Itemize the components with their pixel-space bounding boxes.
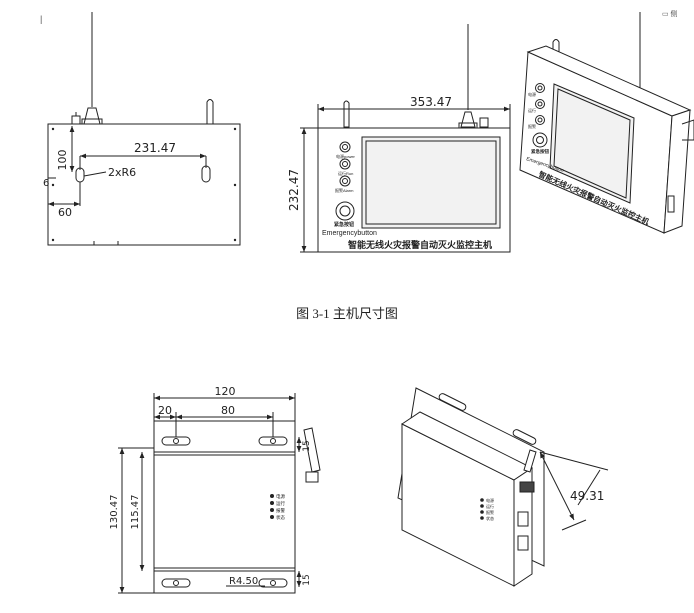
slot-top-left: [161, 436, 191, 446]
iso-emergency-cn: 紧急按钮: [531, 148, 549, 155]
led-power: [339, 141, 351, 153]
corner-mark-left: |: [40, 14, 42, 24]
display-screen: [361, 136, 501, 229]
dim-total-width: 120: [215, 385, 236, 398]
dim-height-100: 100: [56, 150, 69, 171]
slot-bottom-left: [161, 578, 191, 588]
dim-depth: 49.31: [570, 489, 604, 503]
antenna-base: [83, 107, 101, 125]
led-run: [339, 158, 351, 170]
emergency-button: [335, 201, 355, 221]
led-power-label: 电源power: [336, 153, 356, 159]
iso-led-label-1: 电源: [528, 91, 536, 97]
dim-radius-r450: R4.50: [229, 576, 258, 587]
dim-radius-label: 2xR6: [108, 166, 136, 179]
fig2-front-view: [118, 393, 321, 594]
dim-slot-spacing: 80: [221, 404, 235, 417]
led-label-2: 运行: [276, 500, 285, 507]
corner-mark-right: ▭ 侧: [662, 9, 678, 18]
led-alarm: [339, 175, 351, 187]
figure-caption: 图 3-1 主机尺寸图: [296, 306, 398, 321]
iso-led-label-3: 报警: [528, 123, 536, 129]
fig1-front-view: [300, 24, 511, 253]
dim-height-232: 232.47: [287, 169, 301, 211]
dim-hole-spacing: 231.47: [134, 141, 176, 155]
led-run-label: 运行Run: [338, 170, 353, 176]
dim-small-6: 6: [43, 178, 49, 189]
dim-top-margin: 15: [302, 440, 312, 451]
dim-left-offset: 60: [58, 206, 72, 219]
led-label-4: 状态: [276, 514, 285, 520]
inner-enclosure: [153, 451, 296, 572]
small-antenna: [206, 99, 214, 125]
fig2-iso-view: [397, 387, 609, 587]
dim-total-height: 130.47: [109, 495, 120, 530]
enclosure-front: [317, 127, 511, 253]
iso-antenna: [523, 449, 537, 473]
hanging-hole-left: [75, 167, 85, 183]
dim-inner-height: 115.47: [130, 495, 141, 530]
dim-width-353: 353.47: [410, 95, 452, 109]
iso-led-label-2: 运行: [528, 107, 536, 113]
slot-bottom-right: [258, 578, 288, 588]
iso-side-face: [513, 467, 533, 587]
top-connector: [71, 115, 81, 125]
fig1-iso-view: [519, 12, 694, 234]
side-antenna: [303, 427, 321, 473]
iso-side-face: [663, 109, 691, 234]
led-label-1: 电源: [276, 493, 285, 500]
emergency-label-en: Emergencybutton: [322, 230, 377, 237]
hanging-hole-right: [201, 165, 211, 183]
fig1-left-view: [47, 12, 241, 246]
led-alarm-label: 报警Alarm: [335, 187, 354, 193]
iso2-led-label-1: 电源: [486, 497, 494, 503]
slot-top-right: [258, 436, 288, 446]
iso2-led-label-4: 状态: [486, 515, 494, 521]
front-product-name: 智能无线火灾报警自动灭火监控主机: [348, 239, 492, 250]
dim-bottom-margin: 15: [302, 574, 312, 585]
led-label-3: 报警: [276, 507, 285, 514]
emergency-label-cn: 紧急按钮: [334, 221, 354, 228]
enclosure-back: [47, 123, 241, 246]
dim-edge-20: 20: [158, 404, 172, 417]
mounting-plate: [153, 420, 296, 594]
iso2-led-label-2: 运行: [486, 503, 494, 509]
iso2-led-label-3: 报警: [486, 509, 494, 515]
